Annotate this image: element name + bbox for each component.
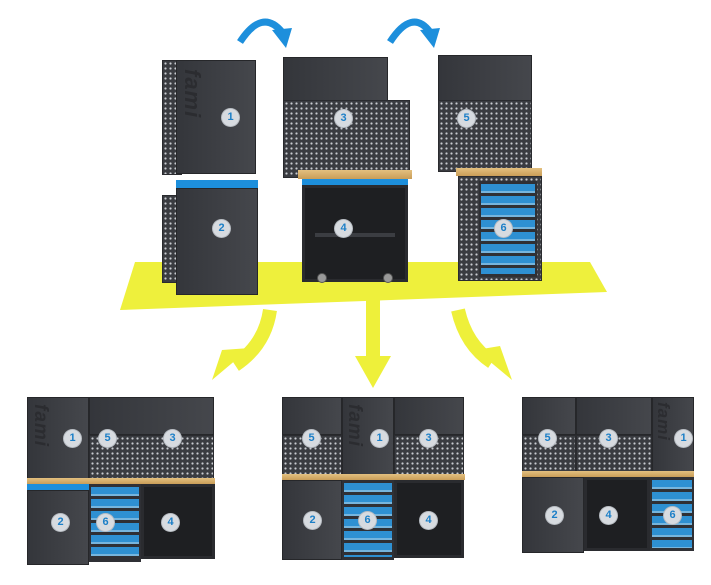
combo-a-top-cabinets [89, 397, 214, 435]
caster-icon [317, 273, 327, 283]
caster-icon [383, 273, 393, 283]
combo-a-badge-3: 3 [164, 430, 181, 447]
combo-b-badge-6: 6 [359, 512, 376, 529]
blue-arrowhead-left [272, 28, 292, 48]
combo-a-badge-4: 4 [162, 514, 179, 531]
combo-b-top-cabinet-5 [282, 397, 342, 435]
blue-swap-arrow-left [237, 18, 285, 44]
fami-logo: fami [344, 404, 365, 448]
module-badge-6: 6 [495, 220, 512, 237]
module-badge-1: 1 [222, 109, 239, 126]
combo-b-badge-3: 3 [420, 430, 437, 447]
combo-b-top-cabinet-3 [394, 397, 464, 435]
combo-a-floor-cabinet-2 [27, 490, 89, 565]
combo-a-worktop [27, 478, 215, 484]
floor-cabinet-2 [176, 188, 258, 295]
combo-c-workbench-4 [584, 477, 650, 551]
combo-c-badge-6: 6 [664, 507, 681, 524]
fami-logo: fami [30, 404, 51, 448]
wall-cabinet-1: fami [176, 60, 256, 174]
combo-a-badge-5: 5 [99, 430, 116, 447]
workbench-top-4 [298, 170, 412, 179]
module-badge-2: 2 [213, 220, 230, 237]
combo-a-badge-6: 6 [97, 514, 114, 531]
fami-logo: fami [180, 69, 205, 119]
combo-a-wall-cabinet-1: fami [27, 397, 89, 482]
combo-c-badge-2: 2 [546, 507, 563, 524]
blue-arrowhead-right [420, 28, 440, 48]
yellow-arrowhead-right [476, 346, 512, 380]
combo-b-badge-4: 4 [420, 512, 437, 529]
combo-c-badge-1: 1 [675, 430, 692, 447]
yellow-arrow-left [230, 308, 277, 371]
combo-b-badge-5: 5 [303, 430, 320, 447]
fami-logo: fami [654, 402, 673, 441]
workbench-frame-4 [302, 185, 408, 283]
combo-c-top-cabinet-3 [576, 397, 652, 435]
combo-a-badge-2: 2 [52, 514, 69, 531]
module-badge-3: 3 [335, 110, 352, 127]
combo-c-top-cabinet-5 [522, 397, 576, 435]
combo-c-badge-5: 5 [539, 430, 556, 447]
workbench-drawer-4 [302, 179, 408, 185]
combo-c-badge-3: 3 [600, 430, 617, 447]
combo-c-badge-4: 4 [600, 507, 617, 524]
combo-c-worktop [522, 471, 694, 477]
combo-b-worktop [282, 474, 465, 480]
combo-a-stripe [27, 484, 89, 490]
yellow-arrow-middle [366, 300, 380, 358]
pegboard-5 [438, 100, 532, 172]
wall-cabinet-3 [283, 57, 388, 101]
combo-b-workbench-4 [394, 480, 464, 558]
combo-b-badge-2: 2 [304, 512, 321, 529]
workbench-shelf [315, 233, 395, 237]
combo-b-badge-1: 1 [371, 430, 388, 447]
module-badge-5: 5 [458, 110, 475, 127]
yellow-arrowhead-middle [355, 356, 391, 388]
combo-a-badge-1: 1 [64, 430, 81, 447]
module-badge-4: 4 [335, 220, 352, 237]
bin-cabinet-top-6 [456, 168, 542, 176]
drawer-stripe-2 [176, 180, 258, 188]
combo-c-floor-cabinet-2 [522, 477, 584, 553]
wall-cabinet-5 [438, 55, 532, 101]
yellow-arrowhead-left [212, 348, 250, 380]
blue-swap-arrow-right [387, 18, 433, 44]
